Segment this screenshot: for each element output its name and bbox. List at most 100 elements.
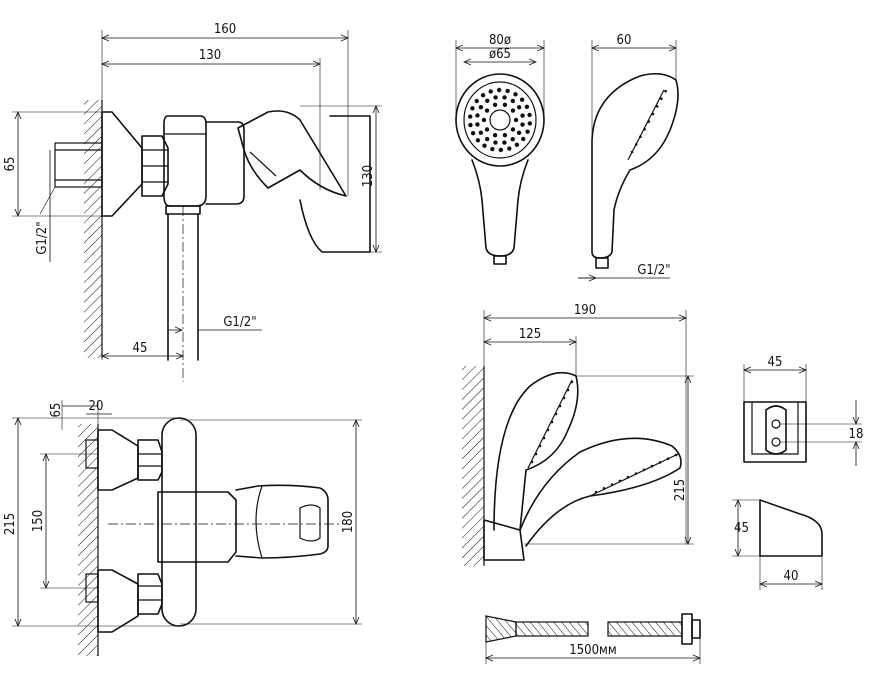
dim-215-front: 215 [3,513,18,535]
nozzle-dot [602,487,606,490]
nozzle-dot [655,105,659,108]
dim-60: 60 [617,33,632,48]
dim-18: 18 [849,427,864,442]
nozzle-dot [651,112,655,116]
outlet-pipe [167,213,199,361]
nozzle-dot [546,428,550,432]
nozzle-dot [481,117,487,123]
handle [471,159,529,257]
nozzle-dot [516,105,522,110]
nozzle-dot [492,102,498,107]
nozzle-dot [520,113,525,118]
nozzle-grid [467,87,533,153]
lever-front [235,484,329,559]
shower-angled [519,437,682,547]
nozzle-dot [658,461,662,464]
vertical-body [161,417,197,627]
side-nozzles [630,89,667,154]
nozzle-dot [505,88,510,94]
nozzle-dot [470,106,475,111]
nozzle-dot [634,472,638,475]
nozzle-dot [527,112,532,118]
nozzle-dot [516,130,522,136]
dim-45: 45 [133,341,148,356]
nozzle-dot [475,122,480,127]
eccentric-stub [54,142,103,188]
holder-side-view: 45 40 [732,500,822,590]
dim-45-holder-side: 45 [734,521,749,536]
nozzle-dot [538,444,542,448]
hose-nut [681,613,693,645]
hex-nut [141,135,169,197]
dim-180: 180 [341,511,356,533]
nozzle-dot [666,457,670,461]
hose-body-right [607,621,683,637]
nozzle-dot [542,436,546,440]
nozzle-dot [674,453,678,457]
nozzle-dot [519,97,525,102]
dim-80: 80ø [489,33,511,48]
nozzle-dot [467,114,473,119]
nozzle-dot [610,483,614,486]
mixer-front-view: 65 20 215 150 180 [3,399,362,656]
upper-nut [137,439,163,481]
nozzle-dot [642,468,646,472]
nozzle-dot [513,92,518,97]
nozzle-dot [502,102,508,107]
nozzle-dot [562,396,566,400]
nozzle-dot [468,122,473,128]
nozzle-dot [484,108,490,113]
lever-handle [237,110,347,197]
nozzle-dot [527,121,533,126]
nozzle-dot [490,146,495,152]
hose-end-left [485,615,517,643]
nozzle-dot [510,108,516,113]
nozzle-dot [496,87,502,93]
nozzle-dot [647,120,651,123]
nozzle-dot [566,388,570,392]
nozzle-dot [534,452,538,456]
dim-1500: 1500мм [569,643,616,658]
nozzle-dot [525,129,530,134]
upper-escutcheon [97,429,139,491]
dim-65-front: 65 [49,403,64,418]
nozzle-dot [493,140,498,145]
nozzle-dot [502,95,507,100]
nozzle-dot [521,136,526,142]
angled-nozzles [594,453,678,494]
dim-g12-shower: G1/2" [637,263,670,278]
nozzle-dot [513,117,519,123]
cartridge-cap [205,121,245,205]
nozzle-dot [492,133,498,138]
nozzle-dot [478,104,484,110]
nozzle-dot [634,143,638,146]
nozzle-dot [524,104,530,109]
dim-160: 160 [214,22,236,37]
dim-130-height: 130 [361,165,376,187]
upright-nozzles [530,380,574,464]
nozzle-dot [514,142,520,147]
nozzle-dot [664,89,667,93]
wall-hatch-assembly [462,366,484,566]
nozzle-dot [510,127,516,132]
dim-40: 40 [784,569,799,584]
nozzle-dot [474,98,479,104]
hose-body-left [515,621,589,637]
nozzle-dot [639,135,642,139]
nozzle-dot [618,479,622,483]
nozzle-dot [520,122,525,127]
nozzle-dot [502,133,508,138]
nozzle-dot [630,150,634,154]
nozzle-dot [475,138,481,143]
handshower-side-view: 60 G1/2" [578,33,679,278]
dim-g12-wall: G1/2" [35,221,50,254]
nozzle-dot [594,490,598,494]
nozzle-dot [502,140,507,145]
nozzle-dot [530,460,534,464]
nozzle-dot [507,146,512,151]
outlet-nut [165,205,201,215]
shower-upright [493,371,579,531]
hose-view: 1500мм [485,613,700,664]
lower-escutcheon [97,569,139,633]
